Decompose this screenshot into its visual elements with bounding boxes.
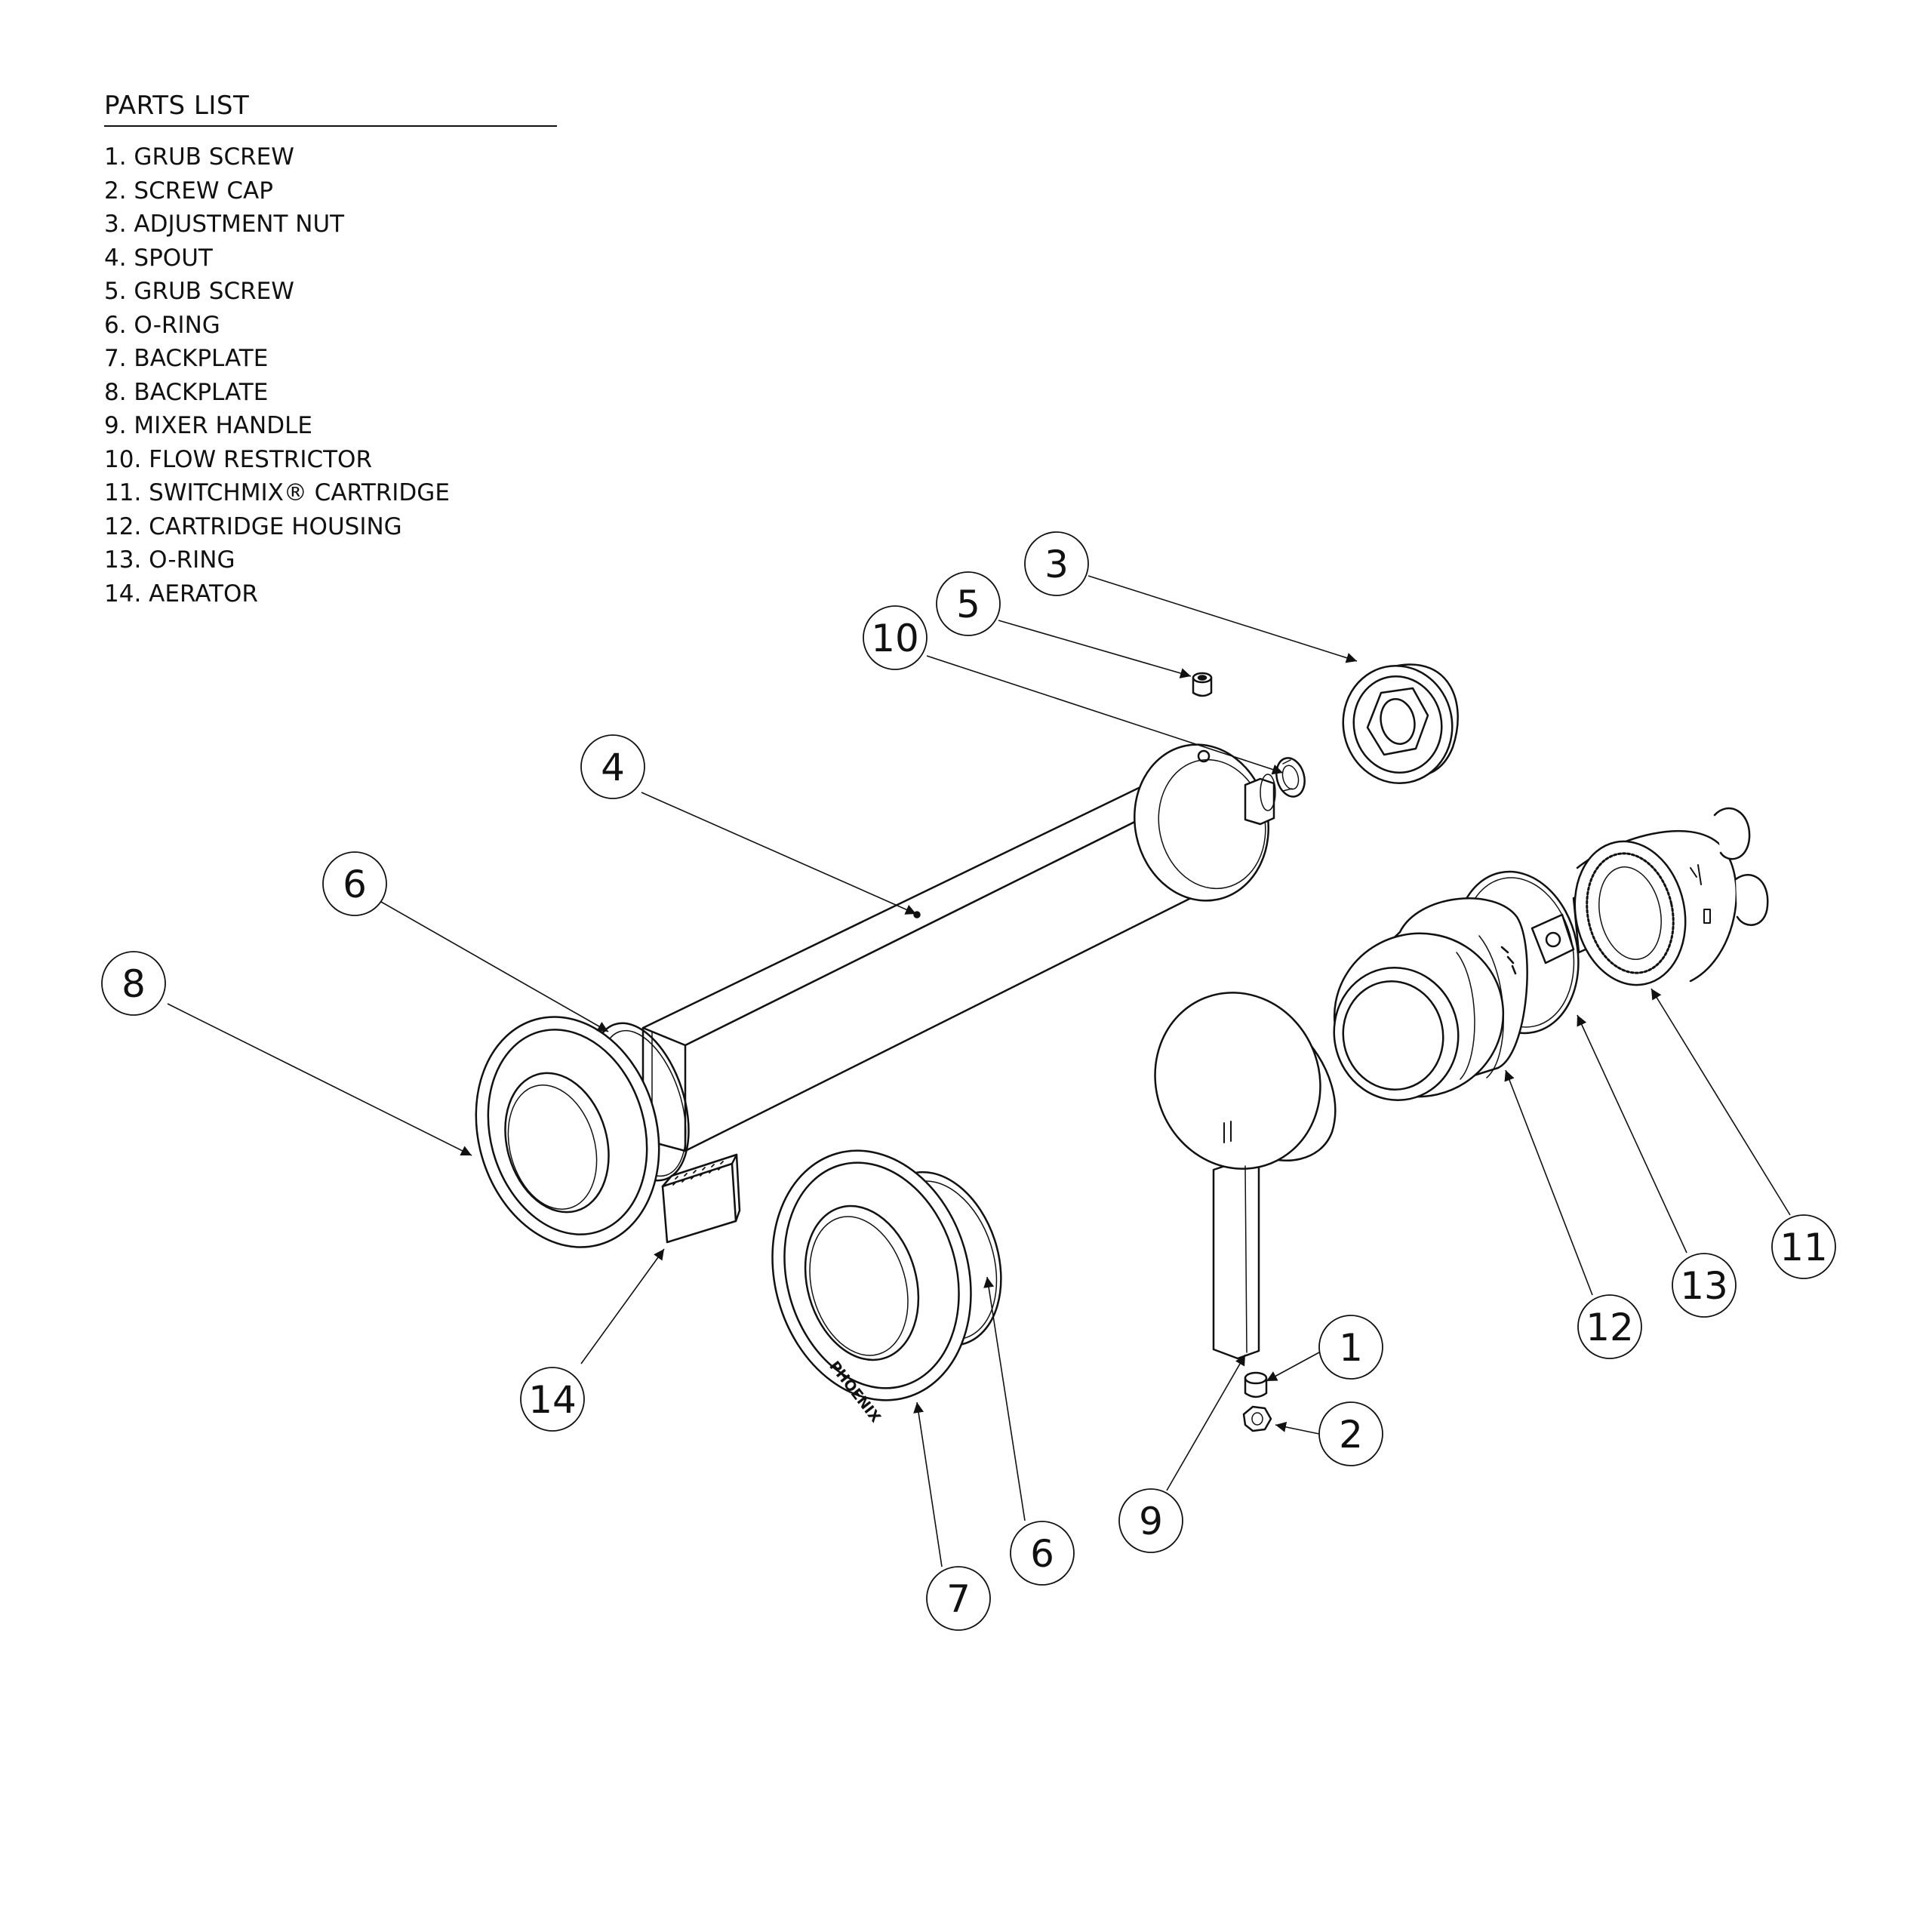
- parts-list: PARTS LIST 1. GRUB SCREW 2. SCREW CAP 3.…: [104, 91, 557, 611]
- callout-number: 10: [871, 617, 919, 660]
- callout-number: 11: [1780, 1226, 1828, 1269]
- mixer-handle-part: [1154, 992, 1337, 1360]
- callout-number: 3: [1044, 543, 1069, 586]
- callout-balloon: 5: [936, 571, 1001, 636]
- parts-list-item: 13. O-RING: [104, 546, 235, 574]
- callout-number: 8: [122, 962, 146, 1006]
- parts-list-item: 6. O-RING: [104, 311, 220, 339]
- parts-list-item: 3. ADJUSTMENT NUT: [104, 211, 345, 238]
- callout-balloon: 14: [520, 1367, 585, 1432]
- callout-balloon: 12: [1577, 1294, 1642, 1359]
- callout-balloon: 13: [1672, 1253, 1737, 1318]
- leader-line: [167, 1003, 472, 1156]
- parts-list-item: 4. SPOUT: [104, 244, 213, 272]
- leader-line: [998, 620, 1192, 678]
- spout-part: [641, 743, 1276, 1152]
- callout-balloon: 6: [322, 851, 387, 916]
- callout-number: 6: [343, 863, 367, 906]
- callout-balloon: 8: [101, 951, 166, 1016]
- callout-balloon: 11: [1771, 1214, 1836, 1279]
- screw-cap-part: [1242, 1405, 1272, 1432]
- backplate-part: [771, 1149, 972, 1401]
- callout-number: 6: [1030, 1532, 1054, 1576]
- callout-number: 2: [1339, 1413, 1363, 1457]
- leader-line: [926, 655, 1284, 775]
- leader-line: [1275, 1421, 1320, 1435]
- callout-number: 4: [601, 746, 625, 789]
- callout-balloon: 2: [1318, 1401, 1383, 1466]
- callout-number: 7: [946, 1577, 971, 1621]
- leader-line: [580, 1248, 665, 1364]
- parts-list-items: 1. GRUB SCREW 2. SCREW CAP 3. ADJUSTMENT…: [104, 140, 557, 611]
- parts-list-item: 2. SCREW CAP: [104, 177, 273, 205]
- callout-balloon: 3: [1024, 531, 1089, 596]
- adjustment-nut-part: [1342, 663, 1459, 785]
- callout-balloon: 10: [863, 605, 928, 670]
- leader-line: [913, 1401, 943, 1567]
- aerator-part: [661, 1153, 741, 1244]
- leader-line: [1504, 1069, 1593, 1296]
- leader-line: [1266, 1352, 1320, 1382]
- callout-number: 13: [1680, 1264, 1728, 1308]
- callout-balloon: 1: [1318, 1315, 1383, 1380]
- parts-list-item: 5. GRUB SCREW: [104, 278, 294, 305]
- callout-number: 5: [956, 583, 980, 626]
- parts-list-item: 11. SWITCHMIX® CARTRIDGE: [104, 479, 450, 506]
- leader-line: [1166, 1354, 1246, 1491]
- grub-screw-part: [1192, 672, 1213, 697]
- parts-list-item: 7. BACKPLATE: [104, 345, 269, 372]
- leader-line: [1088, 575, 1358, 663]
- callout-number: 14: [528, 1378, 577, 1422]
- leader-line: [1577, 1014, 1687, 1254]
- callout-balloon: 6: [1010, 1521, 1075, 1586]
- grub-screw-part: [1244, 1371, 1268, 1398]
- callout-balloon: 9: [1118, 1488, 1183, 1553]
- callout-number: 1: [1339, 1326, 1363, 1370]
- flow-restrictor-part: [1275, 757, 1306, 798]
- parts-list-item: 10. FLOW RESTRICTOR: [104, 445, 373, 473]
- parts-list-item: 9. MIXER HANDLE: [104, 412, 312, 439]
- backplate-part: [475, 1016, 660, 1248]
- leader-line: [983, 1276, 1026, 1521]
- parts-list-item: 1. GRUB SCREW: [104, 143, 294, 171]
- callout-number: 12: [1586, 1306, 1634, 1349]
- leader-line: [380, 901, 609, 1032]
- parts-list-item: 8. BACKPLATE: [104, 378, 269, 406]
- callout-balloon: 7: [926, 1566, 991, 1631]
- callout-number: 9: [1139, 1500, 1163, 1543]
- parts-list-title: PARTS LIST: [104, 91, 557, 127]
- switchmix-cartridge-part: [1531, 807, 1769, 986]
- leader-line: [1651, 988, 1791, 1216]
- callout-balloon: 4: [580, 734, 645, 799]
- cartridge-housing-part: [1333, 897, 1528, 1101]
- parts-list-item: 14. AERATOR: [104, 580, 258, 608]
- leader-line: [641, 792, 917, 915]
- parts-list-item: 12. CARTRIDGE HOUSING: [104, 512, 402, 540]
